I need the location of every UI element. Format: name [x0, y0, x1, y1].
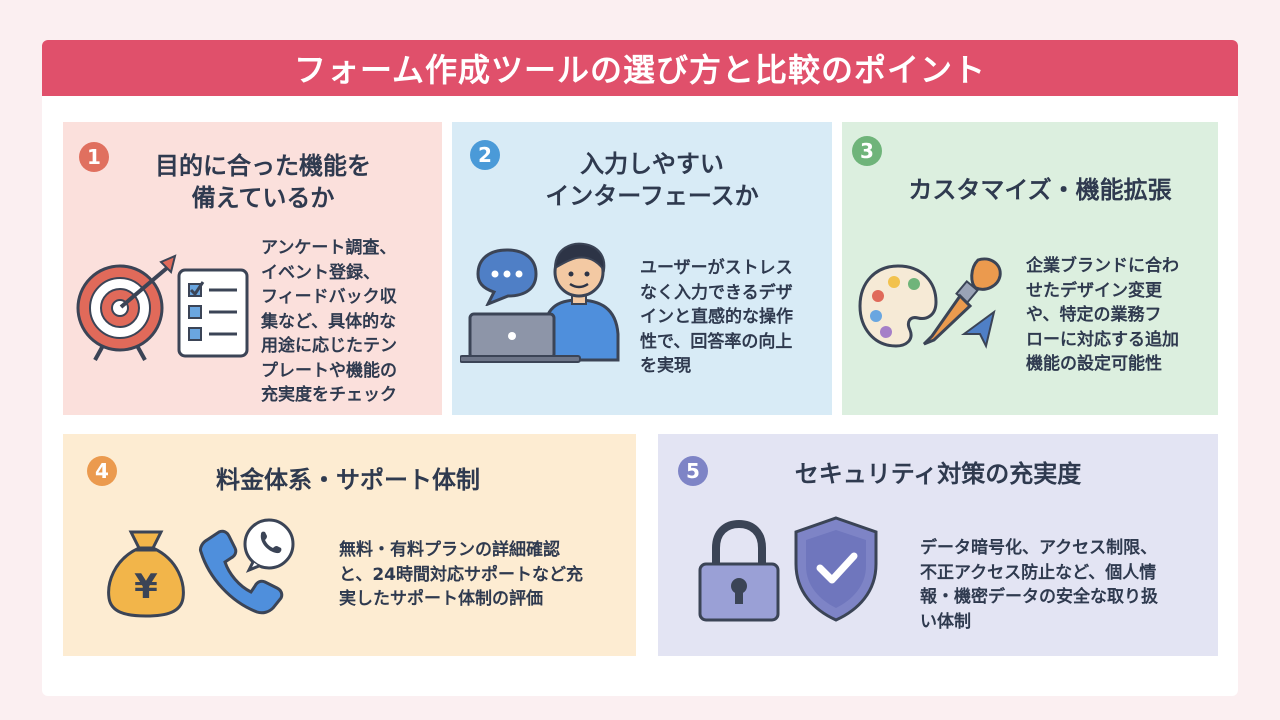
palette-icon — [858, 264, 938, 348]
card-number-badge: 3 — [852, 136, 882, 166]
card-description-line: なく入力できるデザ — [640, 282, 793, 303]
card-description: 企業ブランドに合わ せたデザイン変更 や、特定の業務フ ローに対応する追加 機能… — [1026, 254, 1214, 377]
card-description-line: 集など、具体的な — [261, 311, 397, 332]
page-title: フォーム作成ツールの選び方と比較のポイント — [293, 51, 987, 89]
card-description-line: データ暗号化、アクセス制限、 — [920, 538, 1158, 558]
card-title-line: 入力しやすい — [580, 150, 724, 178]
card-description-line: 不正アクセス防止など、個人情 — [920, 562, 1157, 583]
card-number-badge: 1 — [79, 142, 109, 172]
card-description-line: を実現 — [640, 356, 691, 376]
card-description-line: い体制 — [920, 611, 971, 632]
card-description-line: 性で、回答率の向上 — [640, 331, 793, 352]
card-description: ユーザーがストレス なく入力できるデザ インと直感的な操作 性で、回答率の向上 … — [640, 256, 824, 379]
card-description-line: インと直感的な操作 — [640, 307, 793, 327]
card-description-line: アンケート調査、 — [261, 238, 397, 258]
chat-bubble-icon — [476, 248, 538, 306]
card-2: 2 入力しやすい インターフェースか ユーザーがストレス なく入力できるデザ イ… — [452, 122, 832, 415]
card-number-badge: 5 — [678, 456, 708, 486]
card-4: 4 料金体系・サポート体制 ¥ 無料・有料プランの詳細確認 と、24時間対応サポ… — [63, 434, 636, 656]
person-laptop-icon — [460, 242, 620, 363]
card-number-badge: 2 — [470, 140, 500, 170]
card-title-line: 料金体系・サポート体制 — [216, 466, 480, 494]
card-description-line: や、特定の業務フ — [1026, 305, 1162, 325]
card-5: 5 セキュリティ対策の充実度 データ暗号化、アクセス制限、 不正アクセス防止など… — [658, 434, 1218, 656]
card-description-line: フィードバック収 — [261, 287, 397, 307]
card-description: 無料・有料プランの詳細確認 と、24時間対応サポートなど充 実したサポート体制の… — [339, 538, 631, 612]
phone-icon — [199, 518, 295, 615]
card-title-line: インターフェースか — [545, 182, 759, 210]
card-description-line: 報・機密データの安全な取り扱 — [920, 587, 1158, 607]
card-description-line: 実したサポート体制の評価 — [339, 589, 543, 609]
padlock-icon — [698, 520, 780, 622]
card-title: カスタマイズ・機能拡張 — [872, 174, 1208, 206]
target-icon — [76, 254, 177, 361]
card-title: 入力しやすい インターフェースか — [492, 148, 812, 212]
card-title-line: 備えているか — [191, 184, 335, 212]
card-title: セキュリティ対策の充実度 — [718, 458, 1158, 490]
card-description: アンケート調査、 イベント登録、 フィードバック収 集など、具体的な 用途に応じ… — [261, 236, 437, 408]
shield-check-icon — [794, 516, 878, 622]
card-description-line: 機能の設定可能性 — [1026, 354, 1162, 374]
card-title: 料金体系・サポート体制 — [123, 464, 573, 496]
yen-sign: ¥ — [134, 567, 158, 607]
card-description: データ暗号化、アクセス制限、 不正アクセス防止など、個人情 報・機密データの安全… — [920, 536, 1212, 634]
card-title-line: カスタマイズ・機能拡張 — [908, 176, 1172, 204]
card-3: 3 カスタマイズ・機能拡張 企業ブランドに合わ せたデザイン変更 や、特定の業務… — [842, 122, 1218, 415]
checklist-icon — [177, 268, 249, 358]
card-description-line: 企業ブランドに合わ — [1026, 256, 1179, 276]
brush-icon — [922, 257, 1002, 349]
card-description-line: 用途に応じたテン — [261, 336, 397, 356]
card-description-line: プレートや機能の — [261, 360, 397, 381]
card-description-line: せたデザイン変更 — [1026, 280, 1162, 301]
card-description-line: と、24時間対応サポートなど充 — [339, 564, 583, 585]
title-banner: フォーム作成ツールの選び方と比較のポイント — [42, 40, 1238, 96]
card-description-line: 充実度をチェック — [261, 385, 397, 405]
card-description-line: ローに対応する追加 — [1026, 329, 1179, 350]
card-1: 1 目的に合った機能を 備えているか アンケート調査、 イベント登録、 フィード… — [63, 122, 442, 415]
card-description-line: ユーザーがストレス — [640, 258, 793, 278]
card-title-line: セキュリティ対策の充実度 — [794, 460, 1082, 488]
card-description-line: 無料・有料プランの詳細確認 — [339, 540, 560, 560]
card-title: 目的に合った機能を 備えているか — [113, 150, 413, 214]
card-description-line: イベント登録、 — [261, 262, 380, 283]
card-title-line: 目的に合った機能を — [155, 152, 371, 180]
money-bag-icon: ¥ — [107, 530, 185, 618]
card-number-badge: 4 — [87, 456, 117, 486]
